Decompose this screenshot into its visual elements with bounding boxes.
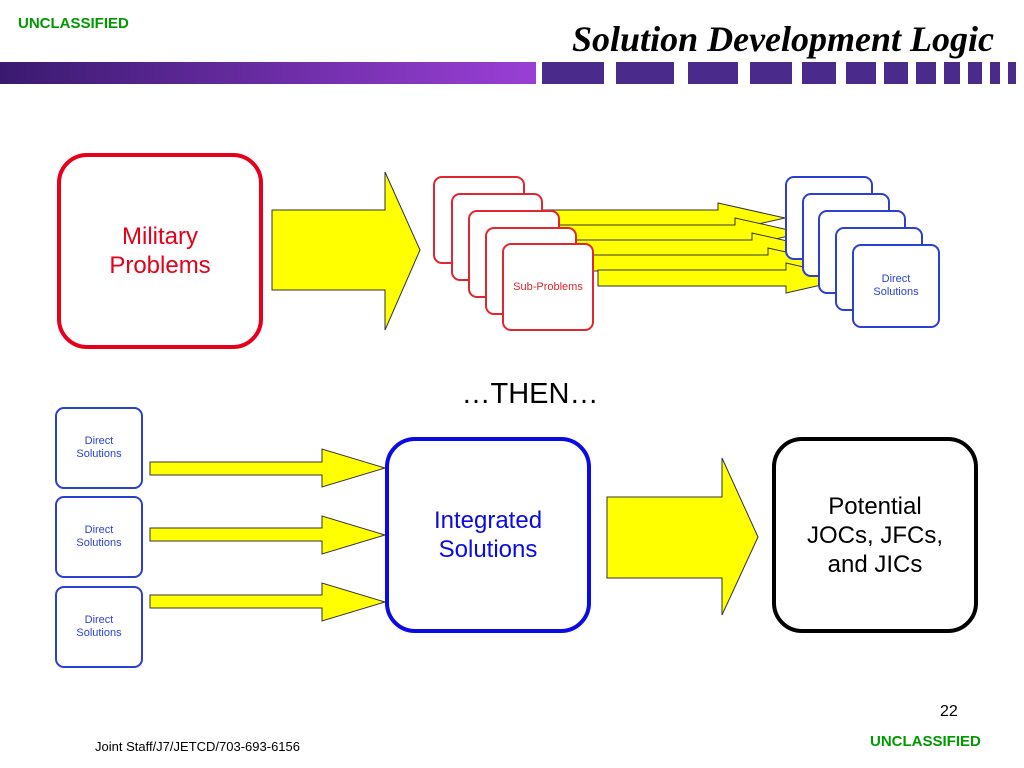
classification-bottom: UNCLASSIFIED [870,733,981,750]
direct-solutions-label: Direct Solutions [873,273,919,298]
integrated-solutions-label: Integrated Solutions [433,507,543,563]
big-arrow-1 [271,171,421,331]
direct-solution-card-5: Direct Solutions [852,244,940,328]
integrated-solutions-box: Integrated Solutions [385,437,591,633]
header-bar [0,62,1016,84]
direct-solutions-left-2-label: Direct Solutions [76,524,122,549]
big-arrow-2 [606,457,759,616]
potential-label: Potential JOCs, JFCs, and JICs [807,492,943,578]
slide-title: Solution Development Logic [572,19,994,59]
direct-solutions-left-3-label: Direct Solutions [76,614,122,639]
then-label: …THEN… [461,378,599,410]
thin-arrow-7 [149,515,387,555]
sub-problems-label: Sub-Problems [513,281,583,293]
potential-box: Potential JOCs, JFCs, and JICs [772,437,978,633]
footer-text: Joint Staff/J7/JETCD/703-693-6156 [95,739,300,754]
sub-problem-card-5: Sub-Problems [502,243,594,331]
direct-solution-left-3: Direct Solutions [55,586,143,668]
classification-top: UNCLASSIFIED [18,15,129,32]
thin-arrow-6 [149,448,387,488]
direct-solution-left-1: Direct Solutions [55,407,143,489]
direct-solution-left-2: Direct Solutions [55,496,143,578]
thin-arrow-8 [149,582,387,622]
page-number: 22 [940,703,958,720]
military-problems-box: Military Problems [57,153,263,349]
military-problems-label: Military Problems [109,223,211,279]
direct-solutions-left-1-label: Direct Solutions [76,435,122,460]
